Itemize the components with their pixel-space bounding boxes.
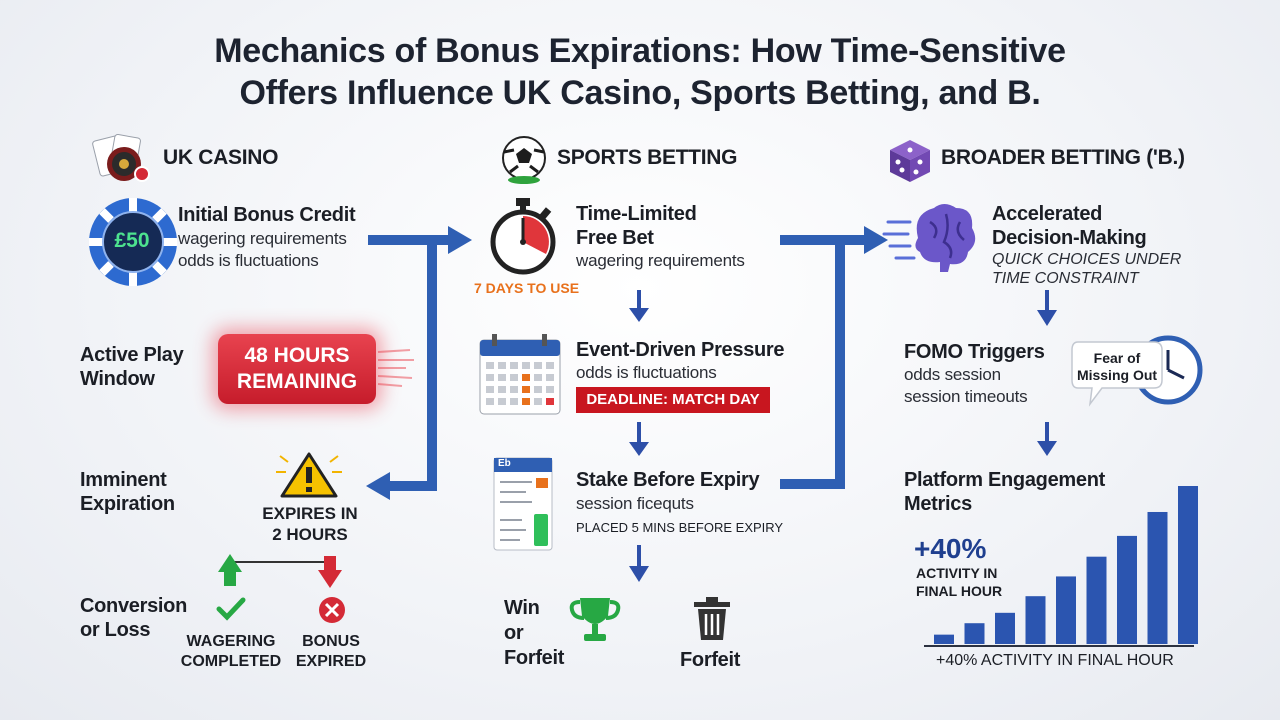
clock-bubble-icon (1071, 335, 1203, 407)
calendar-icon (479, 334, 561, 415)
roulette-cards-icon (92, 133, 150, 182)
bar-1 (934, 634, 954, 644)
initial-bonus-title: Initial Bonus Credit (178, 204, 356, 226)
big-stat: +40% (914, 533, 987, 564)
bar-4 (1025, 596, 1046, 644)
glow-streaks (377, 349, 414, 387)
chart-caption: +40% ACTIVITY IN FINAL HOUR (936, 652, 1174, 669)
stake-line1: session ficequts (576, 494, 694, 513)
column-header-sports: SPORTS BETTING (557, 146, 738, 169)
engagement-bar-chart (924, 486, 1198, 647)
initial-bonus-line1: wagering requirements (178, 229, 347, 248)
warning-icon (276, 452, 342, 498)
poker-chip-icon (89, 198, 177, 286)
forfeit-label: Forfeit (680, 649, 741, 671)
dice-icon (890, 140, 930, 182)
soccer-ball-icon (502, 136, 546, 184)
title-line-2: Offers Influence UK Casino, Sports Betti… (239, 74, 1041, 112)
title-line-1: Mechanics of Bonus Expirations: How Time… (214, 32, 1066, 70)
deadline-banner: DEADLINE: MATCH DAY (576, 387, 770, 413)
free-bet-line1: wagering requirements (576, 251, 745, 270)
bar-6 (1086, 556, 1107, 644)
bet-slip-icon (493, 457, 553, 551)
stake-title: Stake Before Expiry (576, 469, 760, 491)
branch-arrows (218, 554, 342, 588)
fomo-line1: odds session (904, 365, 1001, 384)
column-header-broader: BROADER BETTING ('B.) (941, 146, 1185, 169)
bet-slip-label: Eb (498, 458, 511, 469)
stake-line2: PLACED 5 MINS BEFORE EXPIRY (576, 520, 784, 535)
brain-icon (882, 204, 976, 272)
fomo-line2: session timeouts (904, 387, 1028, 406)
bar-7 (1117, 535, 1137, 644)
check-icon (216, 597, 246, 621)
bar-3 (995, 612, 1015, 644)
bar-5 (1056, 576, 1076, 644)
event-pressure-line1: odds is fluctuations (576, 363, 717, 382)
bar-2 (964, 623, 985, 644)
trophy-icon (569, 598, 621, 641)
error-icon (319, 597, 345, 623)
fomo-title: FOMO Triggers (904, 341, 1045, 363)
bar-9 (1178, 486, 1198, 644)
days-to-use-badge: 7 DAYS TO USE (474, 280, 580, 296)
initial-bonus-line2: odds is fluctuations (178, 251, 319, 270)
bar-8 (1147, 511, 1168, 644)
trash-icon (694, 597, 730, 640)
stopwatch-icon (490, 198, 556, 275)
page-title: Mechanics of Bonus Expirations: How Time… (0, 30, 1280, 114)
event-pressure-title: Event-Driven Pressure (576, 339, 785, 361)
chip-amount: £50 (114, 229, 150, 252)
column-header-casino: UK CASINO (163, 146, 279, 169)
